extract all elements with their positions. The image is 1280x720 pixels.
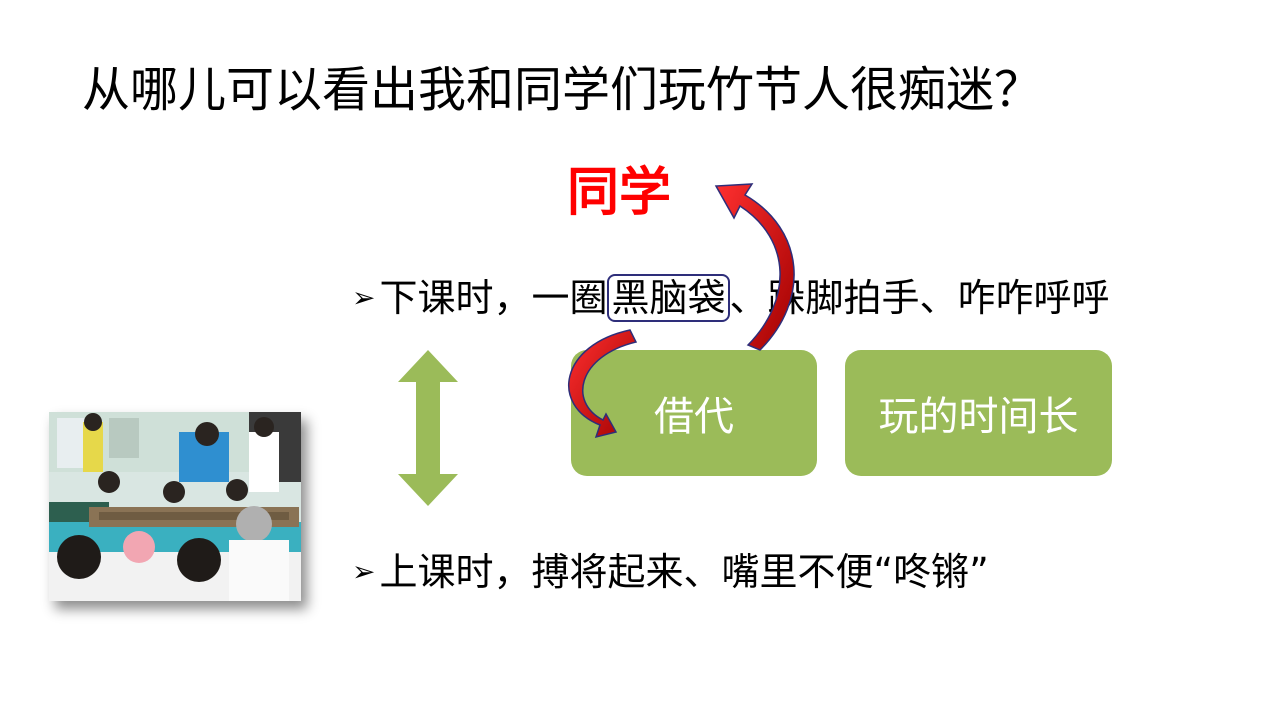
classroom-photo-image	[49, 412, 301, 601]
bullet-text-after: 、跺脚拍手、咋咋呼呼	[729, 276, 1110, 320]
bullet-text-before: 下课时，一圈	[379, 276, 608, 320]
highlight-word: 同学	[567, 163, 672, 223]
boxed-phrase: 黑脑袋	[607, 274, 730, 322]
curved-arrow-up-icon	[714, 183, 795, 351]
long-play-time-box: 玩的时间长	[845, 350, 1112, 476]
bullet-arrow-icon: ➢	[352, 555, 376, 588]
bullet-arrow-icon: ➢	[352, 281, 376, 314]
metonymy-box: 借代	[571, 350, 817, 476]
bullet-text: 上课时，搏将起来、嘴里不便“咚锵”	[379, 550, 989, 594]
double-arrow-icon	[398, 350, 458, 506]
bullet-after-class: ➢下课时，一圈黑脑袋、跺脚拍手、咋咋呼呼	[352, 273, 1110, 323]
classroom-photo	[49, 412, 301, 601]
slide-title: 从哪儿可以看出我和同学们玩竹节人很痴迷？	[82, 62, 1043, 118]
bullet-in-class: ➢上课时，搏将起来、嘴里不便“咚锵”	[352, 547, 989, 597]
